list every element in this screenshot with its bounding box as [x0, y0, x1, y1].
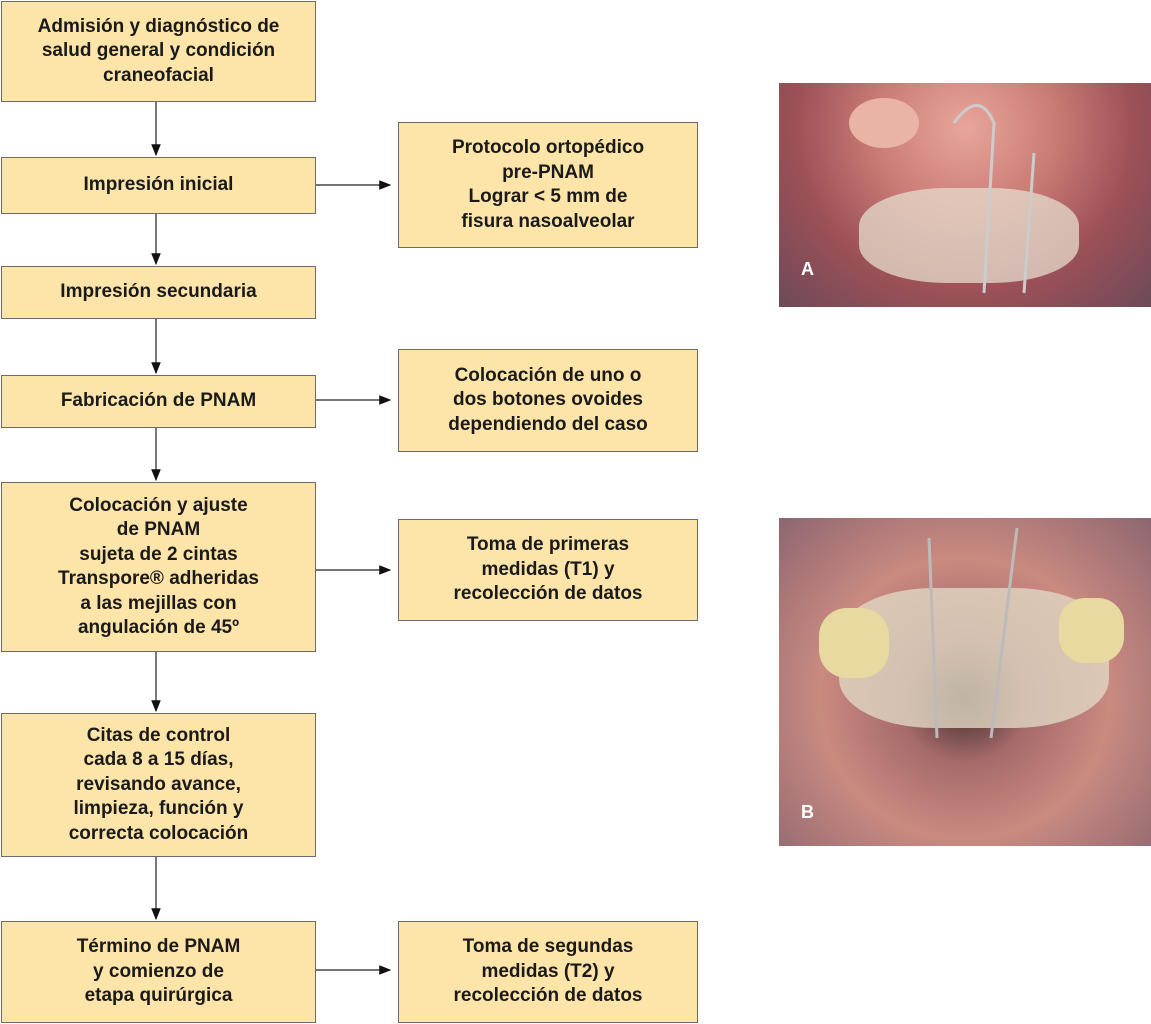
step-initial-impression: Impresión inicial — [1, 157, 316, 214]
ovoid-button-right — [1059, 598, 1124, 663]
step-pnam-end: Término de PNAM y comienzo de etapa quir… — [1, 921, 316, 1023]
nasal-stent-wires — [927, 527, 1019, 739]
step-secondary-impression: Impresión secundaria — [1, 266, 316, 319]
photo-a-label: A — [801, 259, 814, 279]
step-control-visits: Citas de control cada 8 a 15 días, revis… — [1, 713, 316, 857]
ovoid-button-left — [819, 608, 889, 678]
side-step-buttons: Colocación de uno o dos botones ovoides … — [398, 349, 698, 452]
photo-a: A — [779, 83, 1151, 307]
step-pnam-fabrication: Fabricación de PNAM — [1, 375, 316, 428]
nose-shape — [849, 98, 919, 148]
step-pnam-placement: Colocación y ajuste de PNAM sujeta de 2 … — [1, 482, 316, 652]
side-step-t2: Toma de segundas medidas (T2) y recolecc… — [398, 921, 698, 1023]
nasoalveolar-molding-plate — [859, 188, 1079, 283]
side-step-t1: Toma de primeras medidas (T1) y recolecc… — [398, 519, 698, 621]
nasal-stent-wire — [952, 104, 1036, 294]
step-admission: Admisión y diagnóstico de salud general … — [1, 1, 316, 102]
photo-b: B — [779, 518, 1151, 846]
side-step-pre-pnam: Protocolo ortopédico pre-PNAM Lograr < 5… — [398, 122, 698, 248]
photo-b-label: B — [801, 802, 814, 822]
